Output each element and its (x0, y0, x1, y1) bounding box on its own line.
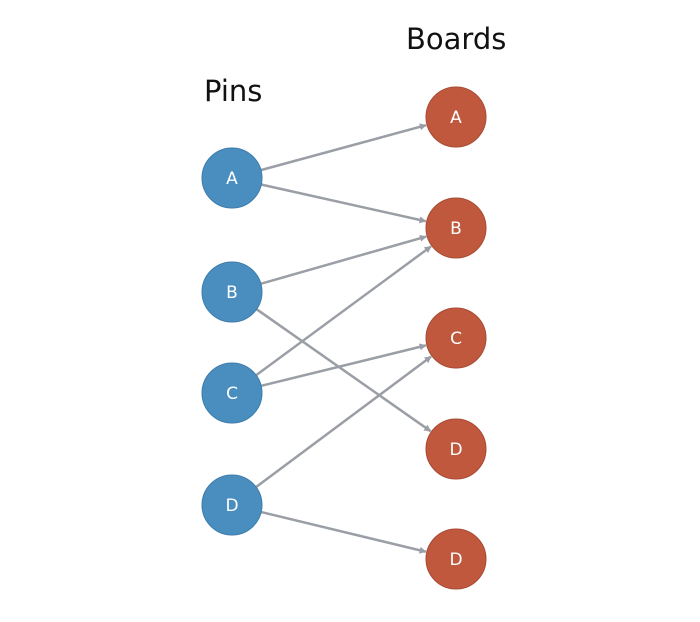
board-label: B (450, 219, 462, 239)
pin-node-pin-b: B (201, 261, 263, 323)
pin-nodes: A B C D (201, 147, 263, 536)
edge-pin-a-to-board-b (259, 182, 427, 224)
pin-node-pin-a: A (201, 147, 263, 209)
board-label: A (450, 108, 462, 128)
edge-pin-a-to-board-a (258, 123, 427, 172)
pin-label: B (226, 283, 238, 303)
board-circle (425, 307, 487, 369)
pin-circle (201, 362, 263, 424)
edges (253, 123, 432, 554)
pin-label: D (225, 496, 238, 516)
boards-heading: Boards (406, 22, 506, 56)
board-node-board-b: B (425, 197, 487, 259)
pin-label: A (226, 169, 238, 189)
edge-pin-d-to-board-d2 (258, 510, 427, 554)
edge-pin-b-to-board-b (258, 234, 427, 286)
board-circle (425, 418, 487, 480)
pin-circle (201, 261, 263, 323)
pin-node-pin-d: D (201, 474, 263, 536)
pin-circle (201, 147, 263, 209)
edge-pin-b-to-board-d1 (254, 307, 432, 433)
board-circle (425, 86, 487, 148)
pins-heading: Pins (204, 74, 262, 108)
board-node-board-d1: D (425, 418, 487, 480)
board-circle (425, 528, 487, 590)
board-node-board-c: C (425, 307, 487, 369)
board-label: D (449, 440, 462, 460)
pin-node-pin-c: C (201, 362, 263, 424)
board-circle (425, 197, 487, 259)
edge-pin-c-to-board-b (253, 245, 432, 378)
board-label: D (449, 550, 462, 570)
edge-pin-d-to-board-c (253, 355, 432, 490)
pin-circle (201, 474, 263, 536)
board-nodes: A B C D D (425, 86, 487, 590)
board-node-board-d2: D (425, 528, 487, 590)
board-node-board-a: A (425, 86, 487, 148)
edge-pin-c-to-board-c (258, 343, 427, 388)
pin-label: C (226, 384, 238, 404)
board-label: C (450, 329, 462, 349)
